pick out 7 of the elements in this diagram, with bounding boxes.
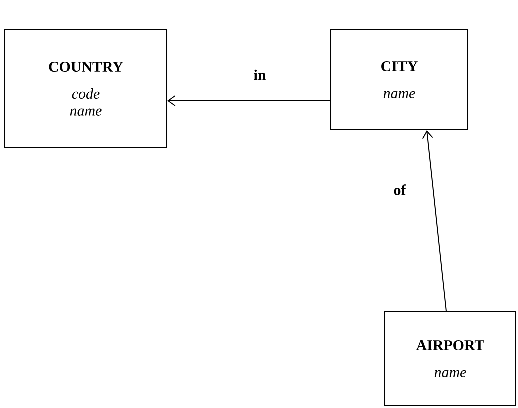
arrow bbox=[422, 130, 447, 312]
edge-label: of bbox=[392, 184, 408, 196]
entity-box: AIRPORT name bbox=[384, 312, 516, 406]
entity-box: COUNTRY code name bbox=[4, 30, 168, 148]
edge-label: in bbox=[252, 68, 268, 82]
entity-box: CITY name bbox=[330, 30, 468, 130]
arrow bbox=[168, 96, 331, 106]
